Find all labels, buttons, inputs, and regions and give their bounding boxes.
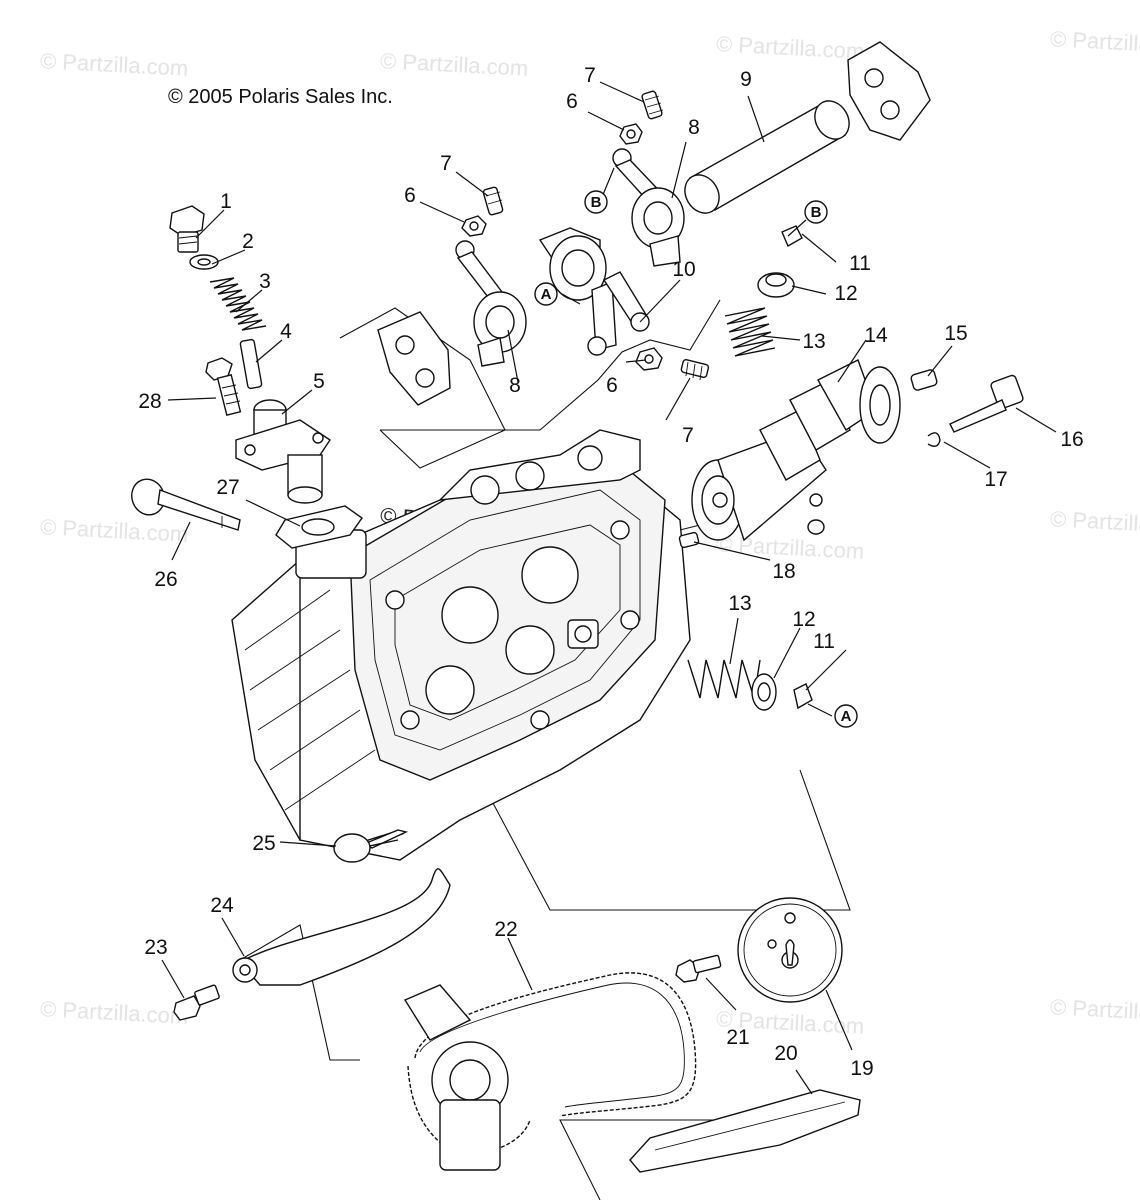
retainer-part — [757, 272, 795, 298]
callout-number: 15 — [944, 322, 967, 345]
gear-part — [737, 897, 843, 1003]
rocker-shaft-part — [684, 100, 850, 214]
callout-number: 7 — [440, 152, 452, 175]
svg-text:A: A — [841, 708, 852, 725]
callout-number: 6 — [606, 374, 618, 397]
callout-number: 10 — [672, 258, 695, 281]
decompression-lever-part — [949, 374, 1024, 433]
screw-part — [205, 357, 242, 416]
leader-lines — [161, 81, 1057, 1095]
pin-part — [239, 338, 263, 390]
ref-circle: A — [834, 704, 858, 728]
callout-number: 25 — [252, 832, 275, 855]
retainer-part — [751, 673, 777, 711]
callout-number: 20 — [774, 1042, 797, 1065]
callout-number: 11 — [849, 252, 871, 275]
svg-text:A: A — [541, 286, 552, 303]
callout-number: 14 — [864, 324, 888, 347]
valve-part — [333, 829, 409, 863]
spring-part — [724, 307, 776, 357]
valve-part — [131, 478, 241, 531]
callout-number: 13 — [728, 592, 751, 615]
gasket-part — [275, 505, 363, 549]
callout-number: 9 — [740, 68, 752, 91]
callout-number: 16 — [1060, 428, 1083, 451]
callout-number: 23 — [144, 936, 167, 959]
rocker-bracket-part — [377, 311, 451, 406]
callout-number: 13 — [802, 330, 825, 353]
rocker-bracket-part — [847, 41, 931, 141]
screw-part — [675, 954, 722, 983]
callout-number: 2 — [242, 230, 254, 253]
keeper-part — [781, 225, 803, 247]
ref-circle: B — [584, 190, 608, 214]
screw-part — [680, 358, 710, 381]
screw-part — [641, 90, 664, 120]
callout-number: 17 — [984, 468, 1007, 491]
callout-number: 28 — [138, 390, 161, 413]
callout-number: 19 — [850, 1057, 873, 1080]
callout-number: 11 — [813, 630, 835, 653]
screw-part — [169, 205, 205, 253]
pin-part — [910, 369, 938, 391]
callout-number: 24 — [210, 894, 234, 917]
callout-number: 6 — [404, 184, 416, 207]
rocker-arm-part — [455, 240, 527, 367]
nut-part — [619, 123, 643, 145]
clip-part — [927, 432, 941, 447]
nut-part — [635, 347, 663, 371]
callout-number: 8 — [688, 116, 700, 139]
camshaft-part — [691, 359, 901, 542]
svg-text:B: B — [591, 194, 602, 211]
keeper-part — [793, 683, 813, 710]
chain-tensioner-blade-part — [629, 1089, 861, 1173]
chain-guide-part — [232, 868, 451, 986]
callout-number: 18 — [772, 560, 795, 583]
callout-number: 21 — [726, 1026, 749, 1049]
nut-part — [461, 215, 487, 237]
ref-circle: B — [804, 200, 828, 224]
spring-part — [209, 277, 267, 331]
callout-number: 1 — [220, 190, 232, 213]
rocker-arm-part — [612, 148, 685, 267]
svg-text:B: B — [811, 204, 822, 221]
spring-part — [687, 659, 761, 699]
callout-number: 22 — [494, 918, 517, 941]
gear-part — [403, 984, 509, 1171]
callout-number: 12 — [834, 282, 857, 305]
washer-part — [189, 254, 219, 270]
rocker-arm-part — [538, 227, 650, 356]
callout-number: 6 — [566, 90, 578, 113]
screw-part — [482, 186, 504, 216]
callout-number: 4 — [280, 320, 292, 343]
copyright-text: © 2005 Polaris Sales Inc. — [168, 86, 393, 108]
callout-number: 7 — [682, 424, 694, 447]
callout-number: 7 — [584, 64, 596, 87]
callout-number: 27 — [216, 476, 239, 499]
ref-circle: A — [534, 282, 558, 306]
screw-part — [173, 984, 220, 1021]
callout-number: 26 — [154, 568, 177, 591]
callout-number: 12 — [792, 608, 815, 631]
callout-number: 5 — [313, 370, 325, 393]
tensioner-part — [235, 399, 331, 504]
callout-number: 3 — [259, 270, 271, 293]
pin-part — [678, 531, 700, 549]
callout-number: 8 — [509, 374, 521, 397]
